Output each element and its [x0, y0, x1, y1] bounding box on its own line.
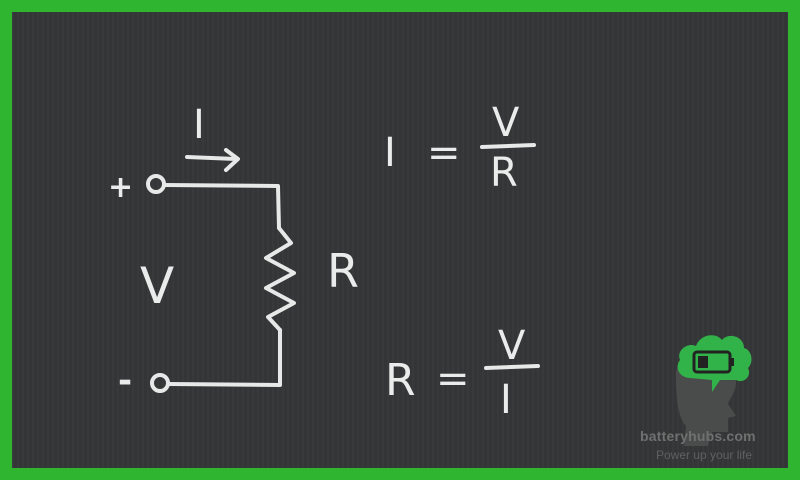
resistor-label: R	[327, 244, 359, 298]
top-wire	[162, 183, 281, 230]
minus-terminal-label: -	[118, 361, 132, 401]
battery-cloud-logo-icon	[675, 335, 752, 446]
formula1-equals: =	[427, 130, 461, 176]
formula2-denominator: I	[500, 377, 512, 423]
formula2-equals: =	[436, 356, 470, 402]
negative-terminal	[150, 373, 170, 393]
voltage-label: V	[140, 257, 174, 315]
current-arrow	[185, 148, 240, 172]
chalkboard	[12, 12, 788, 468]
bottom-wire	[166, 328, 282, 387]
formula1-fraction-bar	[480, 143, 536, 149]
current-label: I	[193, 102, 205, 148]
formula1-lhs: I	[384, 130, 396, 176]
formula-current: I = V R	[384, 100, 536, 196]
formula1-denominator: R	[490, 150, 518, 196]
formula2-lhs: R	[385, 355, 416, 406]
plus-terminal-label: +	[108, 170, 133, 205]
resistor-symbol	[264, 226, 296, 332]
brand-name: batteryhubs.com	[640, 428, 756, 444]
formula2-fraction-bar	[484, 364, 540, 370]
formula1-numerator: V	[492, 100, 520, 146]
formula2-numerator: V	[498, 323, 526, 369]
positive-terminal	[146, 174, 166, 194]
brand-tagline: Power up your life	[656, 448, 753, 462]
formula-resistance: R = V I	[385, 323, 540, 423]
